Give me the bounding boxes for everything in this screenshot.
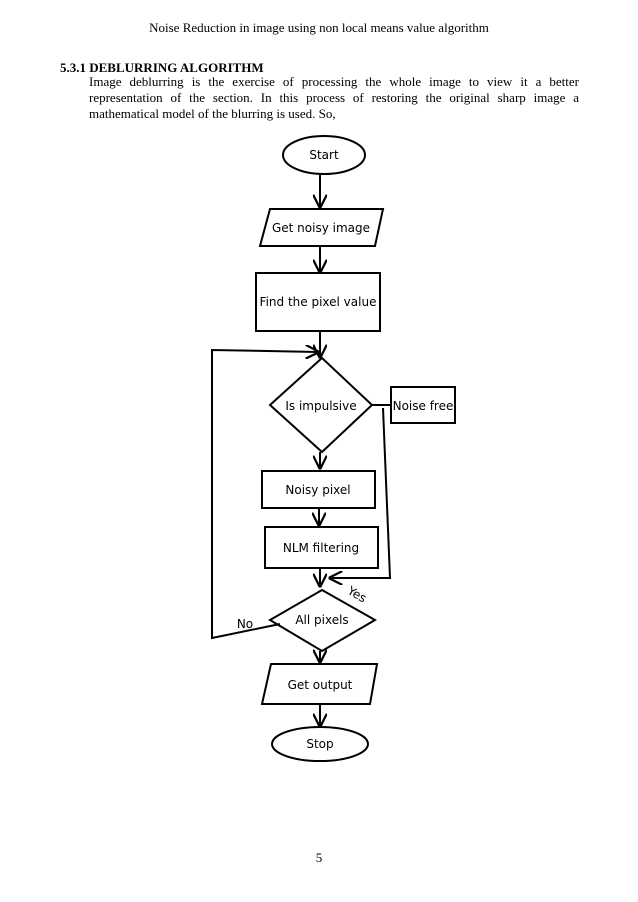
nlm-filtering-box: [264, 526, 379, 569]
paragraph-line: representation of the section. In this p…: [89, 90, 579, 105]
is-impulsive-diamond: [268, 356, 374, 454]
start-terminal: [282, 135, 366, 175]
get-noisy-image-box: [258, 208, 385, 247]
get-noisy-image-label: Get noisy image: [272, 221, 370, 235]
all-pixels-label: All pixels: [295, 613, 348, 627]
get-output-label: Get output: [288, 678, 353, 692]
stop-label: Stop: [306, 737, 333, 751]
noise-free-return-line: [330, 407, 392, 578]
noisy-pixel-label: Noisy pixel: [285, 483, 350, 497]
nlm-filtering-label: NLM filtering: [283, 541, 359, 555]
paragraph-line: mathematical model of the blurring is us…: [89, 106, 336, 121]
find-pixel-value-box: [255, 272, 381, 332]
no-loop-line: [211, 350, 318, 640]
page-number: 5: [315, 850, 323, 865]
section-heading: 5.3.1 DEBLURRING ALGORITHM: [60, 60, 264, 75]
body-paragraph: Image deblurring is the exercise of proc…: [89, 74, 579, 122]
is-impulsive-label: Is impulsive: [285, 399, 356, 413]
start-label: Start: [309, 148, 339, 162]
noise-free-box: [390, 386, 456, 424]
get-output-box: [260, 663, 379, 705]
find-pixel-value-label: Find the pixel value: [260, 295, 377, 309]
page-header: Noise Reduction in image using non local…: [149, 20, 489, 35]
no-label: No: [237, 617, 253, 631]
paragraph-line: Image deblurring is the exercise of proc…: [89, 74, 579, 89]
stop-terminal: [271, 726, 369, 762]
noise-free-label: Noise free: [393, 399, 454, 413]
yes-label: Yes: [344, 583, 369, 605]
